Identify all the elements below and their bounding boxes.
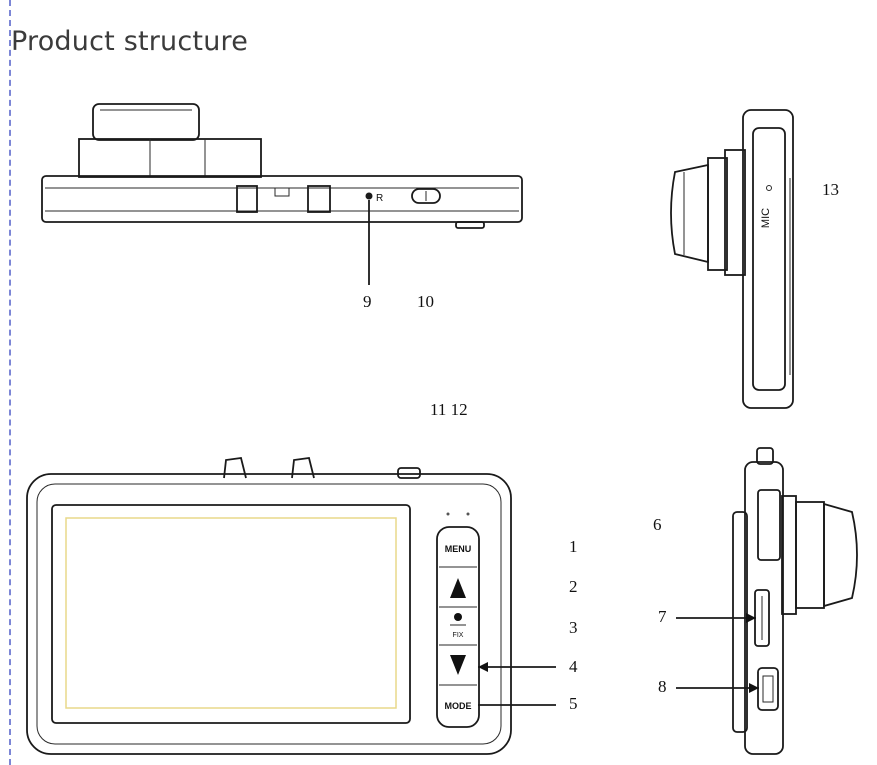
front-view: MENU FIX MODE <box>26 457 556 755</box>
reset-hole-icon <box>365 192 373 200</box>
mic-hole-icon <box>766 185 772 191</box>
mic-label: MIC <box>760 208 772 228</box>
page-title: Product structure <box>11 26 249 57</box>
reset-label: R <box>376 193 383 204</box>
callout-4: 4 <box>569 657 578 676</box>
callout-11-12: 11 12 <box>430 400 468 419</box>
callout-10: 10 <box>417 292 434 311</box>
mode-button-label: MODE <box>445 701 472 711</box>
display-screen <box>65 517 397 709</box>
side-view-mic: MIC <box>670 109 794 409</box>
callout-8: 8 <box>658 677 667 696</box>
callout-7: 7 <box>658 607 667 626</box>
down-arrow-icon <box>450 655 466 675</box>
callout-3: 3 <box>569 618 578 637</box>
callout-13: 13 <box>822 180 839 199</box>
record-dot-icon <box>454 613 462 621</box>
callout-2: 2 <box>569 577 578 596</box>
menu-button-label: MENU <box>445 544 472 554</box>
callout-9: 9 <box>363 292 372 311</box>
callout-1: 1 <box>569 537 578 556</box>
callout-6: 6 <box>653 515 662 534</box>
side-view-ports <box>676 447 858 755</box>
ok-button-label: FIX <box>453 632 464 639</box>
top-view: R <box>41 103 523 285</box>
usb-port <box>757 667 779 711</box>
callout-5: 5 <box>569 694 578 713</box>
up-arrow-icon <box>450 578 466 598</box>
dashed-guide-line <box>9 0 11 765</box>
